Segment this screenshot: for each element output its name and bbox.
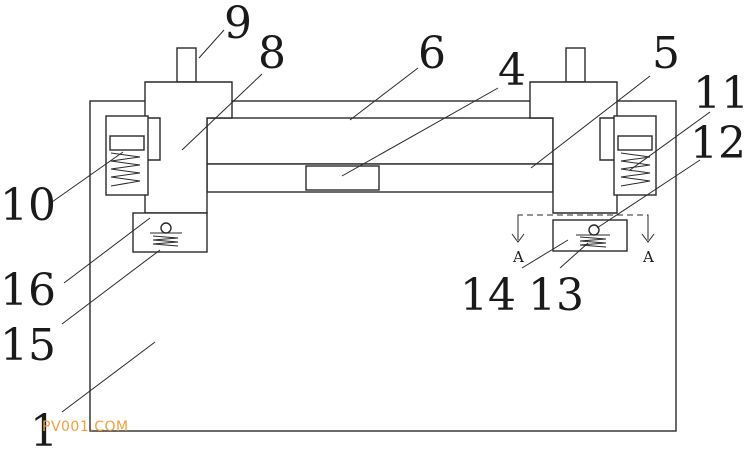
leader-10	[51, 151, 124, 203]
base-body	[89, 100, 677, 432]
right-spring-housing	[613, 115, 657, 196]
leader-16	[63, 217, 151, 284]
rail-upper	[206, 117, 554, 165]
rail-lower	[206, 163, 554, 193]
leader-14	[521, 239, 569, 269]
leader-9	[198, 29, 225, 59]
label-9: 9	[224, 0, 252, 49]
leader-8	[181, 73, 263, 151]
right-knob	[565, 47, 586, 83]
leader-12	[596, 159, 701, 229]
right-ball	[588, 224, 600, 236]
section-arrow-right-head	[641, 233, 655, 243]
label-4: 4	[498, 45, 526, 96]
left-spring	[110, 152, 141, 187]
leader-1	[61, 341, 156, 413]
right-lower-spring	[579, 236, 607, 248]
label-16: 16	[0, 265, 56, 316]
section-arrow-left-head	[511, 233, 525, 243]
section-mark-right: A	[642, 248, 654, 266]
leader-13	[559, 242, 589, 269]
label-11: 11	[693, 68, 749, 119]
label-14: 14	[460, 270, 516, 321]
leader-15	[61, 249, 161, 325]
left-ball	[160, 222, 172, 234]
left-spring-cap	[109, 135, 145, 151]
right-spring-cap	[617, 135, 653, 151]
label-10: 10	[0, 180, 56, 231]
plate-part	[305, 165, 380, 191]
left-knob	[176, 47, 197, 83]
label-8: 8	[258, 28, 286, 79]
watermark: PV001.COM	[42, 419, 129, 435]
leader-6	[349, 67, 419, 121]
section-mark-left: A	[512, 248, 524, 266]
leader-4	[341, 87, 499, 177]
label-5: 5	[652, 28, 680, 79]
label-12: 12	[690, 118, 746, 169]
label-1: 1	[30, 406, 58, 451]
left-lower-spring	[152, 235, 179, 247]
leader-11	[629, 111, 711, 171]
label-6: 6	[418, 28, 446, 79]
label-13: 13	[528, 270, 584, 321]
label-15: 15	[0, 320, 56, 371]
right-spring	[620, 152, 651, 187]
leader-5	[530, 75, 651, 169]
